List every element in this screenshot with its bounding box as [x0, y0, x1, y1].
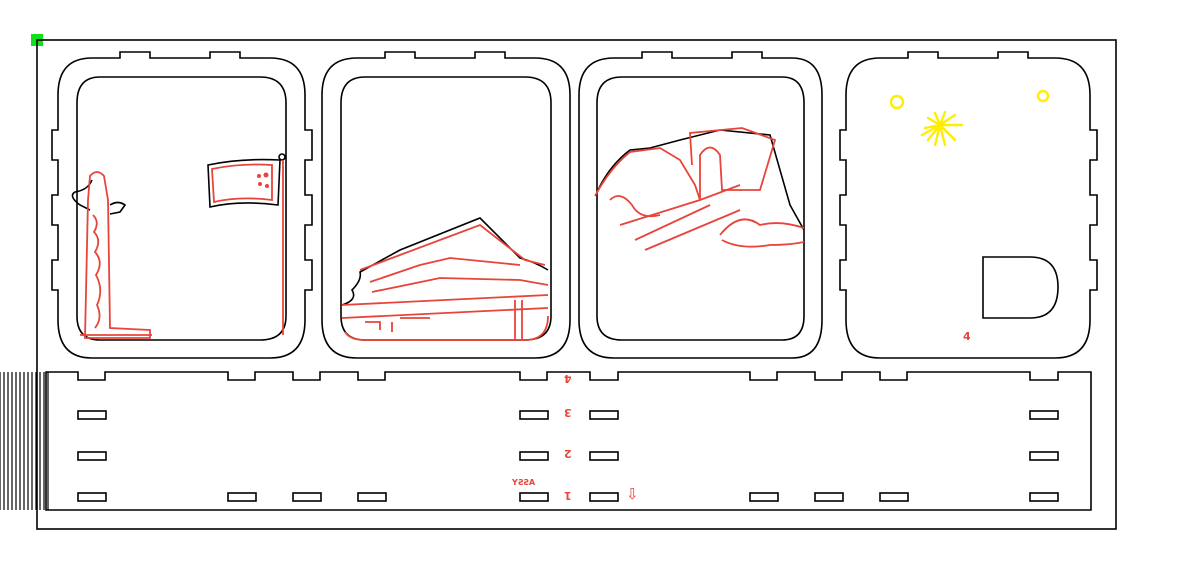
monument-engraving: [71, 171, 152, 339]
hinge-breaks: [130, 402, 1000, 471]
down-arrow-icon: ⇩: [626, 485, 639, 503]
strip-label-2: 2: [564, 447, 572, 460]
fireworks-score: [889, 89, 1050, 147]
flag-engraving: [207, 153, 286, 335]
tiananmen-engraving: [341, 217, 549, 341]
panel-1-frame: [51, 51, 313, 359]
strip-label-3: 3: [564, 406, 572, 419]
d-slot: [982, 256, 1059, 319]
panel-4-number: 4: [963, 330, 971, 343]
panel-3-frame: [578, 51, 823, 359]
great-wall-engraving: [594, 127, 805, 251]
strip-label-1: 1: [564, 489, 572, 502]
living-hinges: [0, 372, 49, 510]
sheet-border: [36, 39, 1117, 530]
bottom-strip: [45, 371, 1092, 511]
panel-4-frame: [839, 51, 1098, 359]
strip-label-4: 4: [564, 372, 572, 385]
assy-label: ASSY: [512, 478, 536, 487]
slots: [77, 410, 1059, 502]
